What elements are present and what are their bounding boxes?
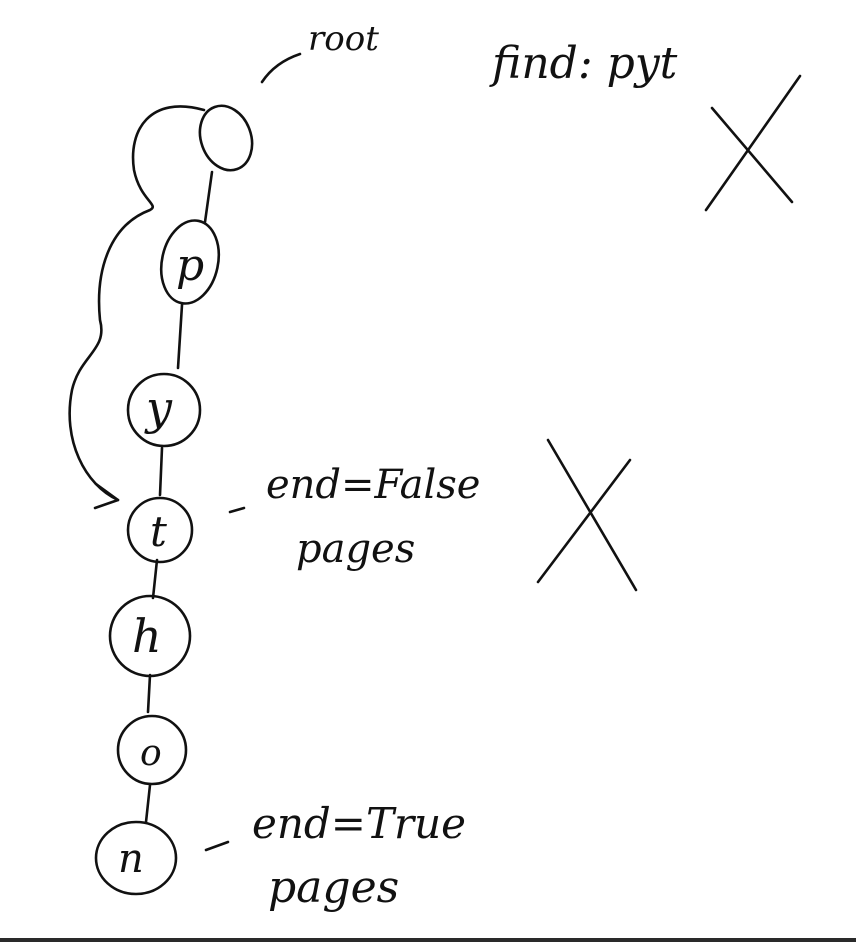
bottom-border bbox=[0, 938, 856, 942]
root-label: root bbox=[308, 19, 379, 59]
svg-text:p: p bbox=[176, 240, 204, 291]
trie-node-p: p bbox=[159, 219, 221, 305]
trie-node-h: h bbox=[108, 594, 192, 678]
node-connectors bbox=[144, 170, 214, 824]
svg-text:t: t bbox=[150, 507, 167, 556]
n-end-label: end=True bbox=[252, 799, 466, 848]
cross-mark-middle bbox=[536, 438, 638, 592]
find-label: find: pyt bbox=[489, 38, 678, 89]
svg-text:h: h bbox=[132, 609, 162, 663]
trie-node-o: o bbox=[116, 714, 188, 786]
svg-text:y: y bbox=[144, 381, 173, 435]
n-annotation-leader bbox=[204, 840, 230, 852]
cross-mark-top bbox=[704, 74, 802, 212]
t-pages-label: pages bbox=[296, 526, 415, 572]
trie-node-t: t bbox=[126, 496, 194, 564]
root-leader bbox=[260, 52, 302, 84]
t-end-label: end=False bbox=[266, 462, 480, 508]
trie-node-root bbox=[198, 104, 254, 172]
trie-node-n: n bbox=[94, 820, 178, 896]
traversal-arrow bbox=[68, 105, 206, 510]
trie-node-y: y bbox=[126, 372, 202, 448]
n-pages-label: pages bbox=[268, 862, 399, 913]
svg-text:o: o bbox=[140, 733, 162, 774]
t-annotation-leader bbox=[228, 506, 246, 514]
svg-text:n: n bbox=[118, 836, 144, 882]
